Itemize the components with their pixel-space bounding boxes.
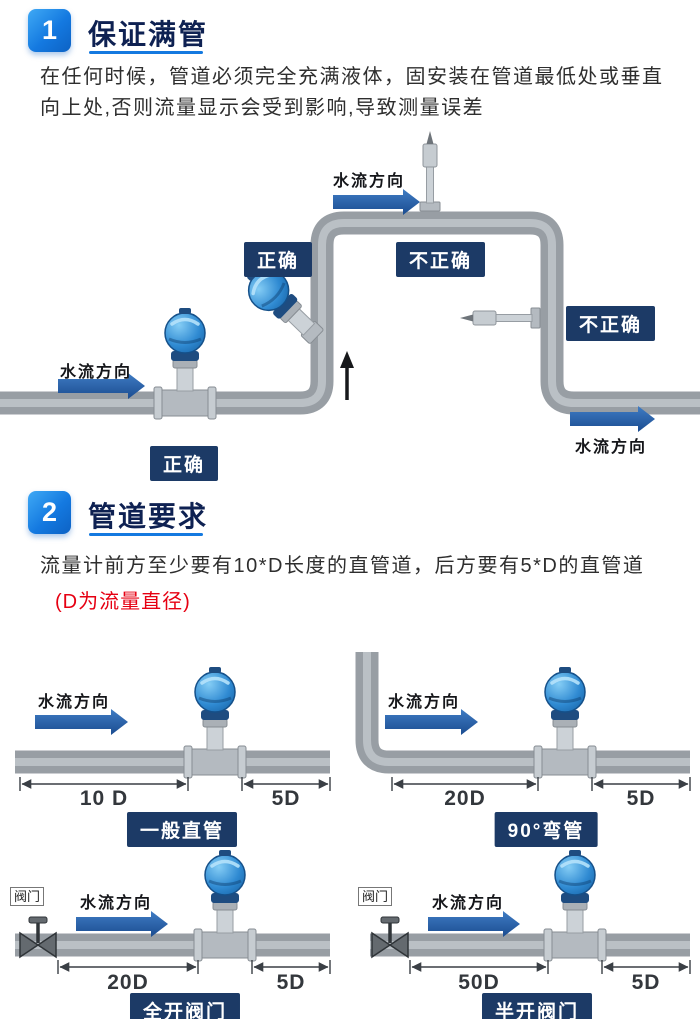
flow-direction-label: 水流方向 (333, 173, 406, 190)
flow-direction-label: 水流方向 (38, 694, 111, 711)
section2-title-underline (89, 533, 203, 536)
diagram-caption: 全开阀门 (129, 993, 241, 1019)
flow-meter-icon (532, 665, 598, 780)
dimension-label: 5D (271, 787, 301, 810)
dimension-label: 20D (444, 787, 486, 810)
probe-sensor-top-icon (419, 130, 441, 212)
requirements-diagram (15, 652, 691, 974)
flow-direction-label: 水流方向 (432, 895, 505, 912)
dimension-label: 50D (458, 971, 500, 994)
dimension-label: 20D (107, 971, 149, 994)
up-arrow-icon (340, 351, 354, 400)
flow-direction-label: 水流方向 (388, 694, 461, 711)
flow-meter-icon (192, 848, 258, 963)
flow-arrow-icon (428, 911, 520, 937)
pipe-highlight (0, 219, 700, 407)
diagram-caption: 半开阀门 (481, 993, 593, 1019)
flow-direction-label: 水流方向 (80, 895, 153, 912)
flow-arrow-icon (570, 406, 655, 432)
flow-direction-label: 水流方向 (575, 439, 648, 456)
valve-label: 阀门 (358, 887, 393, 906)
section2-number-badge: 2 (28, 491, 71, 534)
dimension-label: 5D (276, 971, 306, 994)
section2-body: 流量计前方至少要有10*D长度的直管道，后方要有5*D的直管道 (40, 555, 645, 577)
correct-badge: 正确 (244, 242, 313, 277)
section1-body: 在任何时候，管道必须完全充满液体，固安装在管道最低处或垂直向上处,否则流量显示会… (40, 66, 664, 119)
flow-arrow-icon (385, 709, 478, 735)
flow-arrow-icon (35, 709, 128, 735)
flow-direction-label: 水流方向 (60, 364, 133, 381)
diameter-note: (D为流量直径) (55, 591, 191, 613)
section1-title-underline (89, 51, 203, 54)
diagram-caption: 90°弯管 (494, 812, 598, 847)
dimension-label: 5D (631, 971, 661, 994)
probe-sensor-side-icon (459, 307, 541, 329)
correct-badge: 正确 (150, 446, 219, 481)
valve-label: 阀门 (10, 887, 45, 906)
section2-title: 管道要求 (88, 501, 209, 532)
section1-number-badge: 1 (28, 9, 71, 52)
flow-arrow-icon (76, 911, 168, 937)
diagram-caption: 一般直管 (126, 812, 238, 847)
incorrect-badge: 不正确 (566, 306, 656, 341)
incorrect-badge: 不正确 (396, 242, 486, 277)
dimension-line (57, 960, 331, 974)
pipe-highlight (363, 652, 690, 766)
dimension-line (409, 960, 691, 974)
flow-meter-icon (542, 848, 608, 963)
dimension-line (391, 777, 691, 791)
flow-meter-icon (152, 306, 218, 421)
dimension-label: 10 D (79, 787, 129, 810)
dimension-label: 5D (626, 787, 656, 810)
flow-arrow-icon (333, 189, 420, 215)
installation-diagram (0, 130, 700, 432)
dimension-line (19, 777, 331, 791)
section1-title: 保证满管 (88, 19, 209, 50)
flow-meter-icon (182, 665, 248, 780)
flow-arrow-icon (58, 373, 145, 399)
